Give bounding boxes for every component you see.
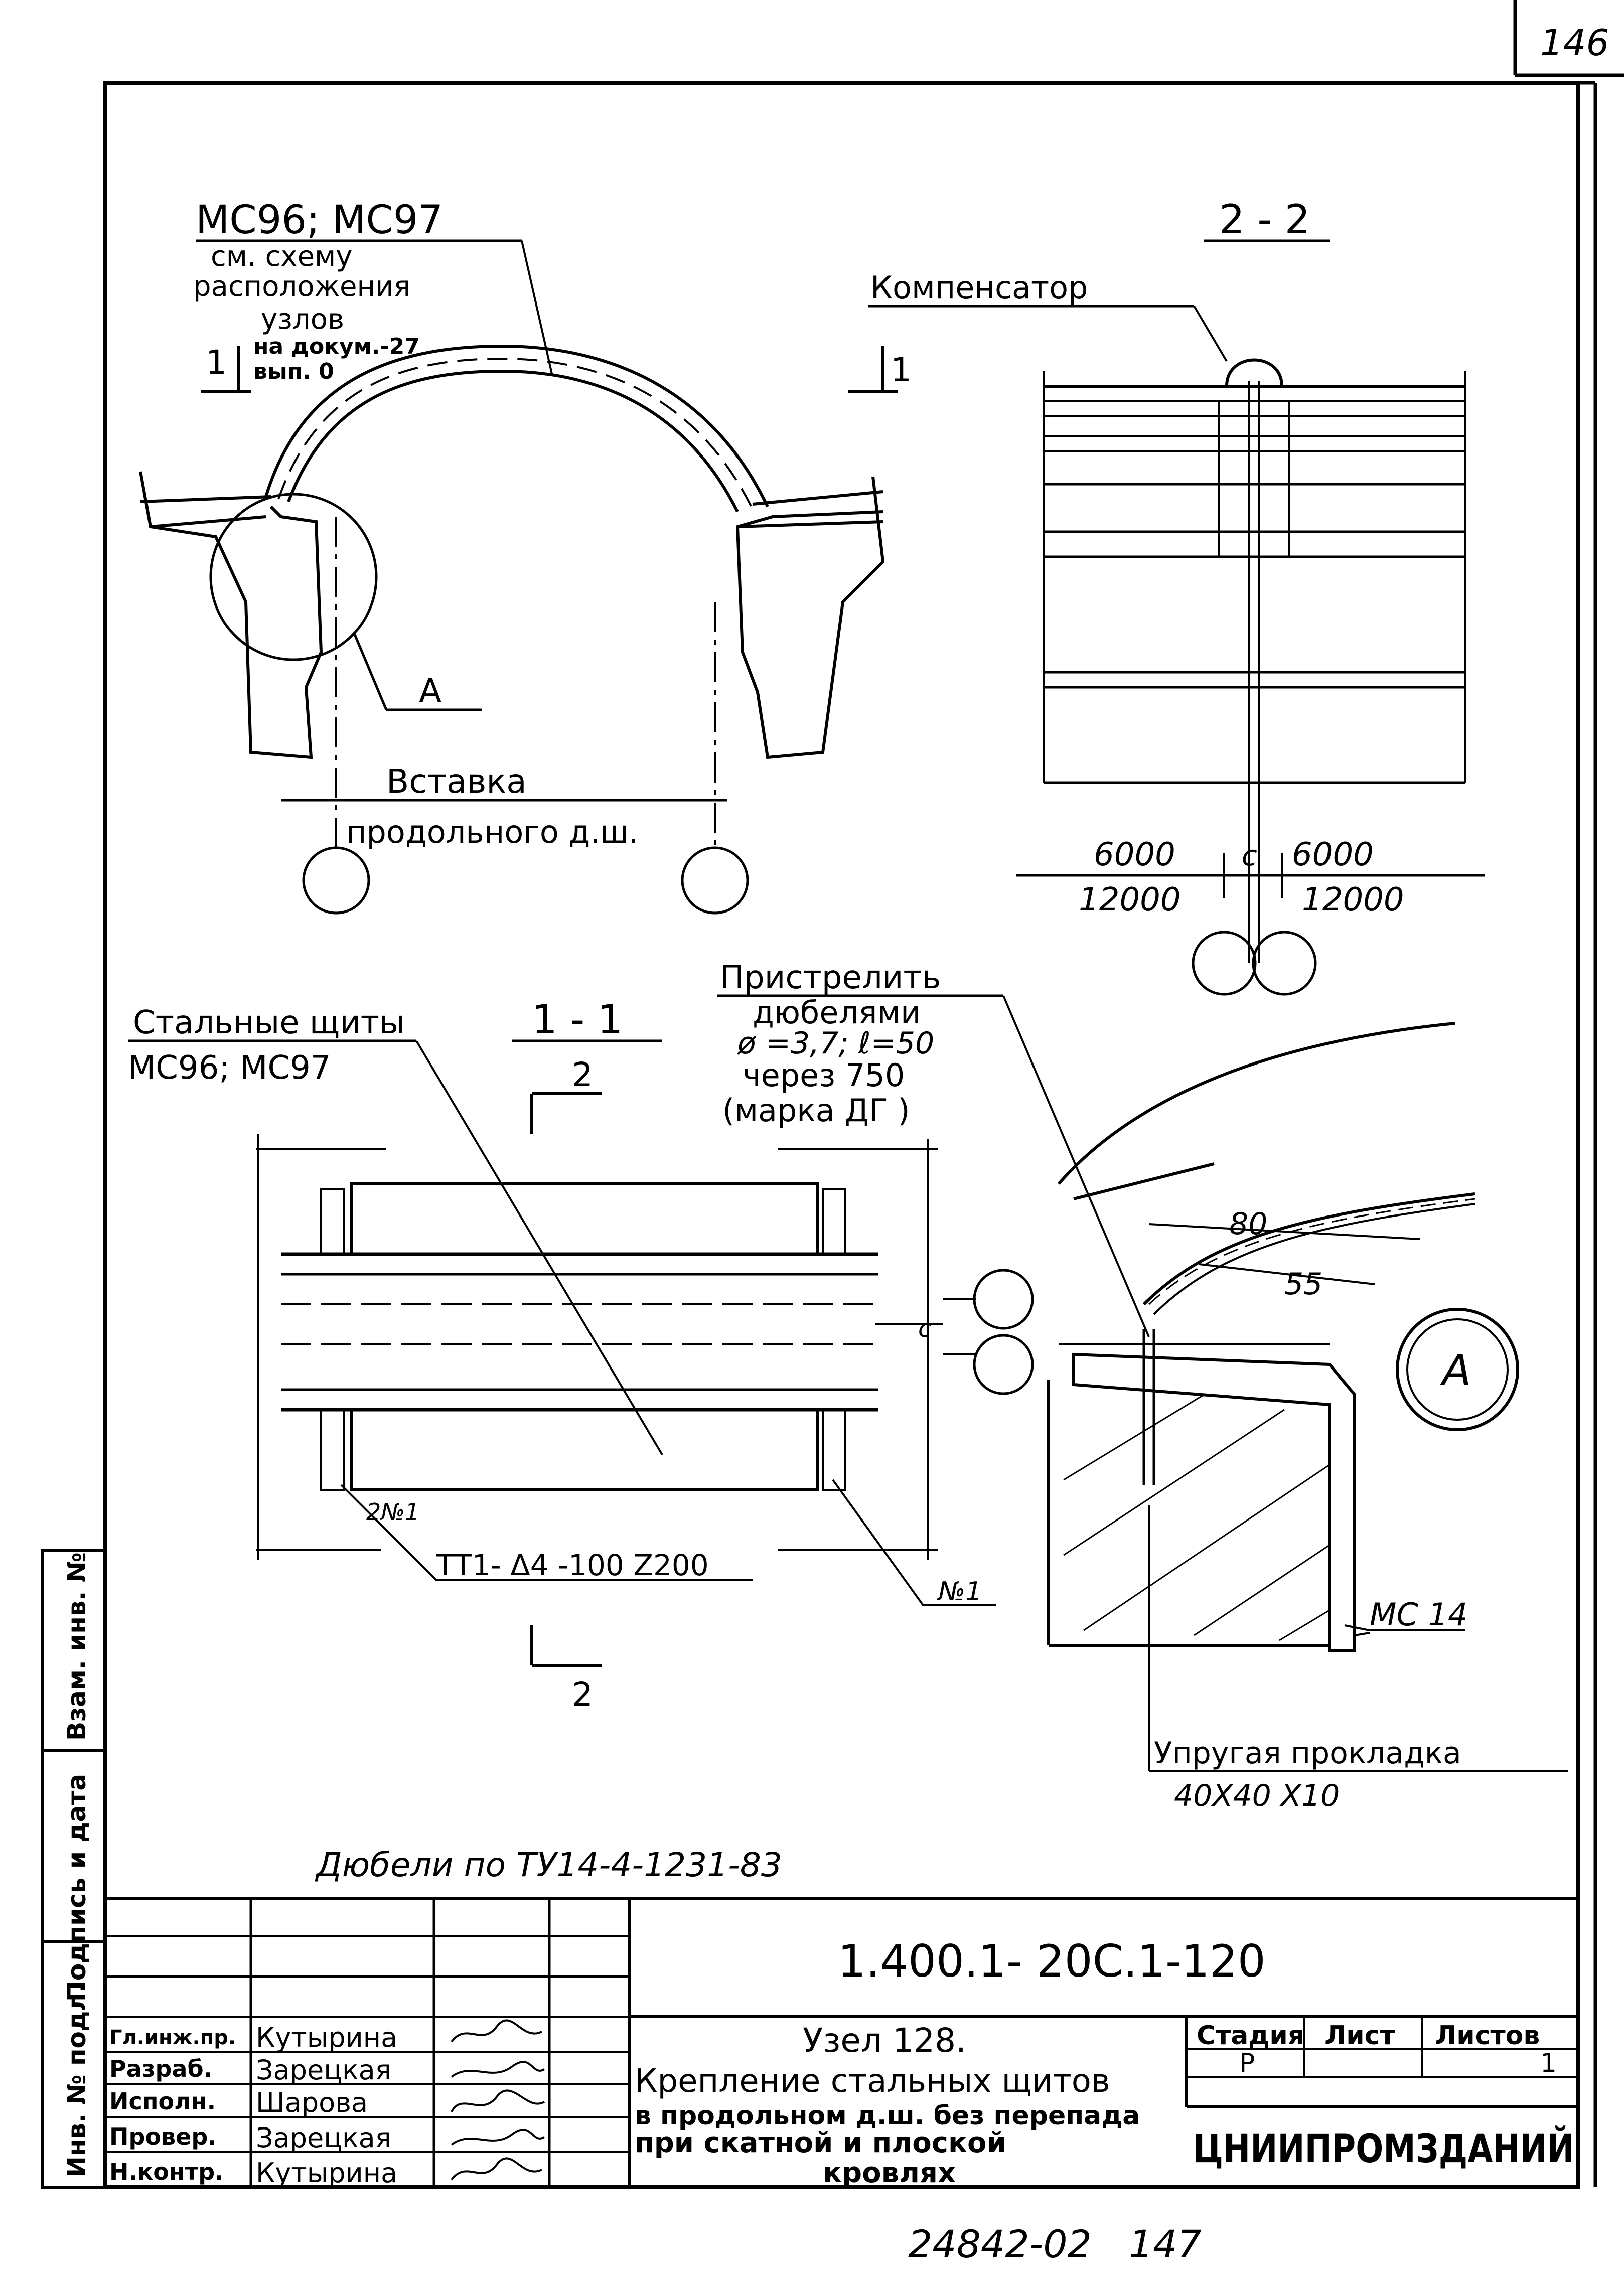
side-stamp: [41, 1549, 107, 2189]
label-2no1: 2№1: [366, 1498, 419, 1526]
dim-c-2-2: с: [1242, 840, 1257, 872]
bottom-code: 24842-02: [908, 2222, 1092, 2266]
dowel-standard-note: Дюбели по ТУ14-4-1231-83: [315, 1846, 782, 1884]
role-1: Разраб.: [109, 2055, 212, 2082]
node-title: Узел 128.: [803, 2021, 966, 2060]
name-0: Кутырина: [256, 2022, 397, 2053]
sheet-header: Лист: [1324, 2021, 1395, 2051]
gasket-label: Упругая прокладка: [1154, 1736, 1461, 1771]
sheets-value: 1: [1540, 2048, 1557, 2078]
dim-80: 80: [1229, 1206, 1267, 1242]
document-code: 1.400.1- 20С.1-120: [838, 1935, 1266, 1987]
view-a-title: А: [1440, 1345, 1471, 1395]
role-4: Н.контр.: [109, 2158, 224, 2185]
stage-value: Р: [1239, 2048, 1255, 2078]
name-3: Зарецкая: [256, 2122, 391, 2154]
dowel-line-1: дюбелями: [753, 994, 921, 1031]
callout-marks: МС96; МС97: [196, 198, 443, 243]
section-mark-2-top: 2: [572, 1055, 593, 1094]
section-mark-right: 1: [891, 351, 912, 389]
signatures: [451, 2019, 545, 2181]
callout-text-5: вып. 0: [253, 359, 334, 384]
title-block-roles: Гл.инж.пр. Кутырина Разраб. Зарецкая Исп…: [109, 2022, 397, 2189]
compensator-label: Компенсатор: [870, 269, 1088, 306]
insert-label-2: продольного д.ш.: [346, 814, 639, 850]
mark-ms14: МС 14: [1370, 1596, 1467, 1633]
title-block-grid: [105, 1897, 1578, 2187]
stamp-signature-date: Подпись и дата: [62, 1774, 91, 2002]
dim-left-top: 6000: [1094, 836, 1175, 873]
description-1: Крепление стальных щитов: [635, 2063, 1110, 2100]
sheet-number-top: 146: [1540, 22, 1609, 64]
sheets-header: Листов: [1435, 2021, 1540, 2051]
label-no1: №1: [937, 1577, 982, 1607]
dim-c-1-1: с: [918, 1315, 931, 1343]
description-3: при скатной и плоской: [635, 2126, 1006, 2159]
callout-text-4: на докум.-27: [253, 334, 420, 359]
view-2-2-geometry: [868, 239, 1485, 996]
role-2: Исполн.: [109, 2088, 216, 2115]
role-0: Гл.инж.пр.: [109, 2026, 236, 2049]
role-3: Провер.: [109, 2123, 217, 2150]
dim-right-top: 6000: [1292, 836, 1374, 873]
sheet-number-bottom: 147: [1129, 2222, 1202, 2266]
stamp-replace-inv: Взам. инв. №: [62, 1552, 91, 1741]
view-2-2-title: 2 - 2: [1219, 196, 1310, 243]
shields-marks: МС96; МС97: [128, 1049, 331, 1087]
dim-right-bottom: 12000: [1302, 881, 1404, 919]
view-1-1-geometry: [128, 1039, 1034, 1667]
gasket-size: 40Х40 Х10: [1174, 1778, 1340, 1813]
stage-header: Стадия: [1197, 2021, 1304, 2051]
anchor-note: ТТ1- Δ4 -100 Z200: [436, 1548, 709, 1582]
description-2: в продольном д.ш. без перепада: [635, 2101, 1140, 2131]
stamp-inv-no-orig: Инв. № подл.: [62, 1983, 91, 2177]
section-mark-left: 1: [206, 343, 227, 382]
callout-text-1: см. схему: [211, 240, 352, 273]
description-4: кровлях: [823, 2157, 956, 2189]
dowel-line-3: через 750: [743, 1057, 905, 1094]
node-label-a: А: [419, 672, 441, 710]
name-2: Шарова: [256, 2087, 368, 2118]
shields-label: Стальные щиты: [133, 1004, 405, 1041]
name-4: Кутырина: [256, 2157, 397, 2189]
dowel-line-2: ø =3,7; ℓ=50: [737, 1026, 934, 1061]
view-1-1-title: 1 - 1: [532, 996, 623, 1043]
shoot-label: Пристрелить: [720, 959, 941, 996]
main-view-geometry: [139, 239, 898, 915]
organization: ЦНИИПРОМЗДАНИЙ: [1193, 2125, 1574, 2172]
view-a-geometry: [717, 994, 1568, 1772]
dim-left-bottom: 12000: [1079, 881, 1181, 919]
callout-text-3: узлов: [261, 303, 344, 336]
dowel-line-4: (марка ДГ ): [722, 1092, 910, 1129]
name-1: Зарецкая: [256, 2054, 391, 2086]
callout-text-2: расположения: [193, 270, 410, 303]
section-mark-2-bottom: 2: [572, 1675, 593, 1714]
sheet-frame: [103, 0, 1624, 2189]
insert-label-1: Вставка: [386, 762, 527, 801]
dim-55: 55: [1284, 1267, 1322, 1302]
